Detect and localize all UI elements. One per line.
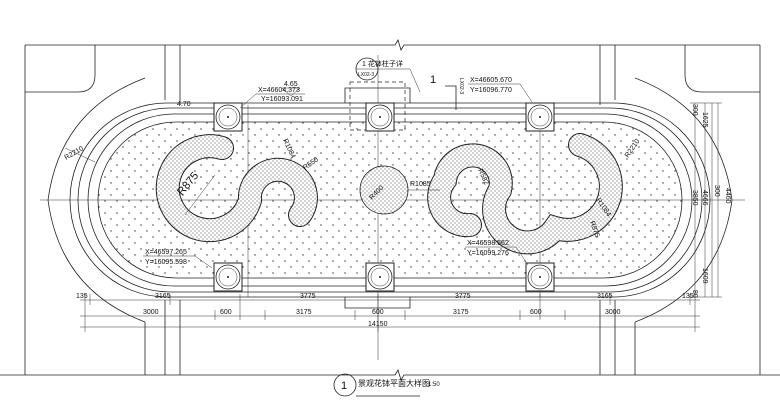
callout-leader [356,68,421,93]
pillar [213,102,243,132]
coord-y: Y=16093.091 [261,96,303,103]
elevation-label: 4.65 [284,81,298,88]
title-number: 1 [341,380,347,392]
coord-x: X=46605.670 [470,77,512,84]
section-mark: 1 [430,74,436,86]
detail-callout-ref: LX02-3 [358,72,374,78]
pillars [213,102,555,292]
dim-label: 80 [691,290,698,298]
dim-label: 600 [372,309,384,316]
dim-label: 3165 [597,293,613,300]
dim-label: 600 [530,309,542,316]
pillar [525,262,555,292]
dim-total-label: 14150 [368,321,388,328]
coord-y: Y=16096.770 [470,87,512,94]
dim-label: 3165 [155,293,171,300]
elevation-marker [281,87,301,97]
dim-label: 300 [691,104,698,116]
dim-label: 3850 [691,190,698,206]
pillar [365,102,395,132]
dim-label: 3000 [143,309,159,316]
dim-label: 135 [76,293,88,300]
pillar [365,262,395,292]
dim-label: 4666 [701,190,708,206]
title-number-circle [333,373,357,397]
drawing-title: 1 景观花钵平面大样图 1:50 [333,373,440,397]
coord-x: X=46604.373 [258,87,300,94]
coord-x: X=46597.265 [145,249,187,256]
dim-label: 600 [220,309,232,316]
section-ref: LX02-3 [458,78,464,94]
title-text: 景观花钵平面大样图 [358,378,430,388]
coord-y: Y=16095.598 [145,259,187,266]
planting-bed-left [155,134,318,243]
dim-label: 1609 [701,268,708,284]
title-scale: 1:50 [428,382,440,388]
dimension-lines: 135 3165 3775 3775 3165 135 3000 600 317… [76,293,700,332]
section-line [445,85,457,110]
pillar [525,102,555,132]
dim-label: 3775 [300,293,316,300]
coord-y: Y=16099.276 [467,250,509,257]
dim-label: 1625 [701,112,708,128]
radius-label: R1085 [410,181,431,188]
small-dim-label: 4.70 [177,101,191,108]
dim-label: 4460 [724,188,731,204]
dim-label: 3175 [296,309,312,316]
right-dimension-lines: 300 1625 3850 4666 300 4460 1609 80 [690,102,731,298]
dim-label: 3775 [455,293,471,300]
pillar [213,262,243,292]
coord-x: X=46598.562 [467,240,509,247]
dim-label: 300 [713,185,720,197]
planting-bed-right [427,133,623,255]
coordinate-labels: X=46604.373 Y=16093.091 X=46605.670 Y=16… [143,77,533,269]
dim-label: 3000 [605,309,621,316]
dim-label: 135 [682,293,694,300]
detail-callout-label: 1 花钵柱子详 [362,59,403,68]
dim-label: 3175 [453,309,469,316]
